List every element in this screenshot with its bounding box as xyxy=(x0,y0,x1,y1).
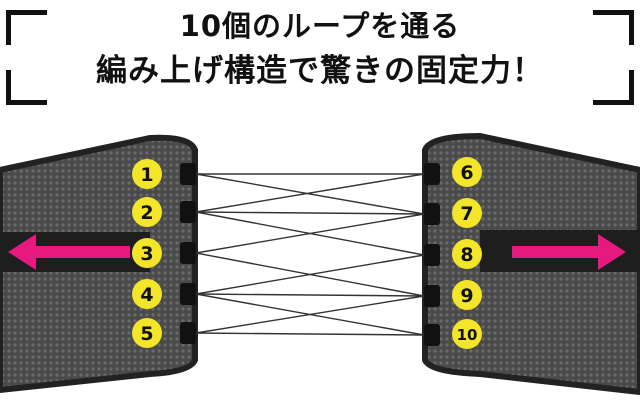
loop-6 xyxy=(424,163,440,185)
headline-line-1: 10個のループを通る xyxy=(179,9,461,43)
svg-text:8: 8 xyxy=(460,244,473,266)
cord xyxy=(195,332,425,336)
loop-4 xyxy=(180,283,196,305)
corner-bracket-bottom-left xyxy=(6,70,47,105)
corner-bracket-top-left xyxy=(6,10,47,45)
headline-line-2: 編み上げ構造で驚きの固定力！ xyxy=(96,53,544,89)
loop-10 xyxy=(424,324,440,346)
loop-1 xyxy=(180,163,196,185)
cord xyxy=(195,254,425,295)
loop-badge-2: 2 xyxy=(132,197,162,227)
cord xyxy=(195,211,425,215)
loops-left xyxy=(180,163,196,344)
svg-text:1: 1 xyxy=(140,164,153,186)
lacing-cords xyxy=(195,173,425,336)
loop-badge-9: 9 xyxy=(452,280,482,310)
cord xyxy=(195,213,425,254)
badges-left: 1 2 3 4 5 xyxy=(132,159,162,348)
loop-9 xyxy=(424,285,440,307)
cord xyxy=(195,293,425,297)
loops-right xyxy=(424,163,440,346)
svg-text:7: 7 xyxy=(460,203,473,225)
loop-3 xyxy=(180,242,196,264)
loop-badge-10: 10 xyxy=(452,319,482,349)
svg-text:3: 3 xyxy=(140,243,153,265)
headline: 10個のループを通る 編み上げ構造で驚きの固定力！ xyxy=(0,4,640,94)
svg-text:2: 2 xyxy=(140,202,153,224)
loop-8 xyxy=(424,244,440,266)
loop-badge-7: 7 xyxy=(452,198,482,228)
loop-badge-3: 3 xyxy=(132,238,162,268)
loop-badge-4: 4 xyxy=(132,279,162,309)
loop-2 xyxy=(180,201,196,223)
loop-badge-8: 8 xyxy=(452,239,482,269)
badges-right: 6 7 8 9 10 xyxy=(452,157,482,349)
svg-text:4: 4 xyxy=(140,284,153,306)
svg-text:9: 9 xyxy=(460,285,473,307)
cord xyxy=(195,173,425,215)
cord xyxy=(195,173,425,213)
svg-text:10: 10 xyxy=(457,326,478,344)
svg-text:5: 5 xyxy=(140,323,153,345)
corner-bracket-bottom-right xyxy=(593,70,634,105)
cord xyxy=(195,295,425,334)
loop-7 xyxy=(424,203,440,225)
corner-bracket-top-right xyxy=(593,10,634,45)
loop-badge-1: 1 xyxy=(132,159,162,189)
loop-badge-5: 5 xyxy=(132,318,162,348)
arrow-left-icon xyxy=(8,234,130,270)
arrow-right-icon xyxy=(512,234,626,270)
svg-text:6: 6 xyxy=(460,162,473,184)
loop-5 xyxy=(180,322,196,344)
loop-badge-6: 6 xyxy=(452,157,482,187)
